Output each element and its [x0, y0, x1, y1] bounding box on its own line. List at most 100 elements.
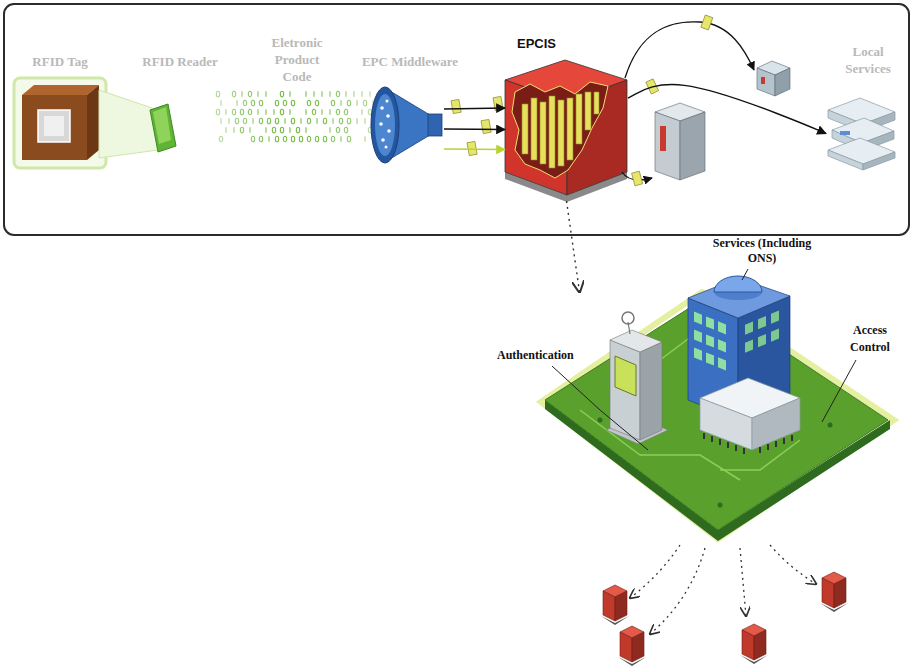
binary-digit [316, 118, 317, 124]
leader-line [822, 360, 856, 422]
binary-digit [345, 91, 346, 97]
binary-digit [257, 109, 258, 115]
binary-digit [275, 136, 278, 142]
services-building [758, 334, 766, 347]
middleware-funnel [385, 146, 388, 149]
radio-beam [99, 90, 158, 158]
binary-digit [232, 91, 235, 97]
services-building [771, 310, 779, 323]
binary-digit [332, 118, 333, 124]
services-building [771, 328, 779, 341]
platform-board [718, 503, 723, 508]
binary-digit [323, 118, 326, 124]
binary-digit [312, 109, 315, 115]
binary-digit [315, 100, 318, 106]
leader-line [742, 269, 748, 280]
binary-digit [268, 136, 269, 142]
platform-board [541, 292, 894, 539]
binary-digit [291, 136, 294, 142]
dotted-arrow [740, 548, 746, 616]
services-building [706, 316, 714, 329]
platform-node: Services (Including ONS)AuthenticationAc… [545, 292, 890, 537]
binary-digit [289, 127, 290, 133]
local-services-icon [828, 98, 895, 170]
binary-digit [280, 109, 283, 115]
binary-digit [248, 109, 251, 115]
binary-digit [283, 136, 286, 142]
binary-digit [257, 91, 258, 97]
rfid-reader-icon [153, 107, 171, 144]
binary-digit [240, 109, 243, 115]
binary-digit [305, 127, 306, 133]
rfid-tag-node: RFID Tag [20, 84, 100, 164]
binary-digit [216, 109, 219, 115]
local-services-node: Local Services [826, 95, 896, 165]
epcis-cube [512, 82, 608, 178]
binary-digit [241, 91, 242, 97]
server-icon [757, 61, 790, 96]
flow-arrow [625, 22, 754, 78]
binary-digit [283, 100, 286, 106]
binary-digit [339, 118, 342, 124]
node-label: Services (Including ONS) [709, 236, 815, 266]
binary-digit [275, 118, 278, 124]
middleware-funnel [381, 138, 385, 142]
local-services-icon [840, 131, 850, 135]
node-label: Eletronic Product Code [261, 34, 333, 85]
flow-connector [628, 85, 826, 134]
rfid-tag-icon [44, 116, 64, 136]
flow-connector [444, 128, 505, 130]
server-icon [660, 126, 666, 151]
binary-digit [225, 127, 226, 133]
message-packet [701, 15, 713, 30]
binary-digit [220, 100, 221, 106]
epcis-cube [531, 98, 537, 160]
middleware-funnel [380, 106, 384, 110]
chip-box [704, 433, 792, 454]
binary-digit [356, 118, 357, 124]
server-icon [655, 112, 680, 180]
middleware-funnel [379, 122, 383, 126]
message-packet [451, 99, 461, 113]
binary-digit [273, 109, 274, 115]
binary-digit [216, 91, 219, 97]
server-icon [601, 585, 629, 625]
binary-digit [291, 118, 294, 124]
authentication-terminal [610, 330, 662, 352]
epc-node: Eletronic Product Code [213, 88, 375, 144]
local-services-icon [828, 150, 863, 170]
server-icon [618, 626, 646, 666]
binary-digit [280, 91, 283, 97]
services-building [718, 339, 726, 352]
message-packet [632, 171, 643, 186]
services-building [714, 276, 762, 292]
services-building [745, 310, 779, 352]
binary-digit [289, 109, 290, 115]
binary-digit [259, 100, 262, 106]
binary-digit [219, 136, 222, 142]
middleware-funnel [371, 87, 399, 163]
epcis-cube [522, 104, 528, 154]
binary-digit [331, 100, 334, 106]
rfid-tag-icon [87, 85, 99, 160]
binary-digit [235, 118, 238, 124]
rfid-reader-icon [150, 104, 176, 152]
chip-box [700, 378, 800, 454]
binary-digit [252, 118, 253, 124]
binary-digit [275, 100, 278, 106]
binary-digit [291, 100, 294, 106]
binary-digit [299, 136, 302, 142]
binary-digit [353, 91, 354, 97]
services-building [718, 321, 726, 334]
binary-digit [347, 118, 350, 124]
binary-digit [289, 91, 290, 97]
platform-board [598, 418, 603, 423]
binary-digit [347, 100, 350, 106]
binary-digit [307, 118, 310, 124]
rfid-tag-icon [22, 85, 99, 95]
services-building [694, 312, 726, 371]
server-icon [680, 112, 705, 180]
dotted-arrow [770, 545, 816, 584]
services-building [718, 357, 726, 370]
binary-digit [344, 109, 347, 115]
